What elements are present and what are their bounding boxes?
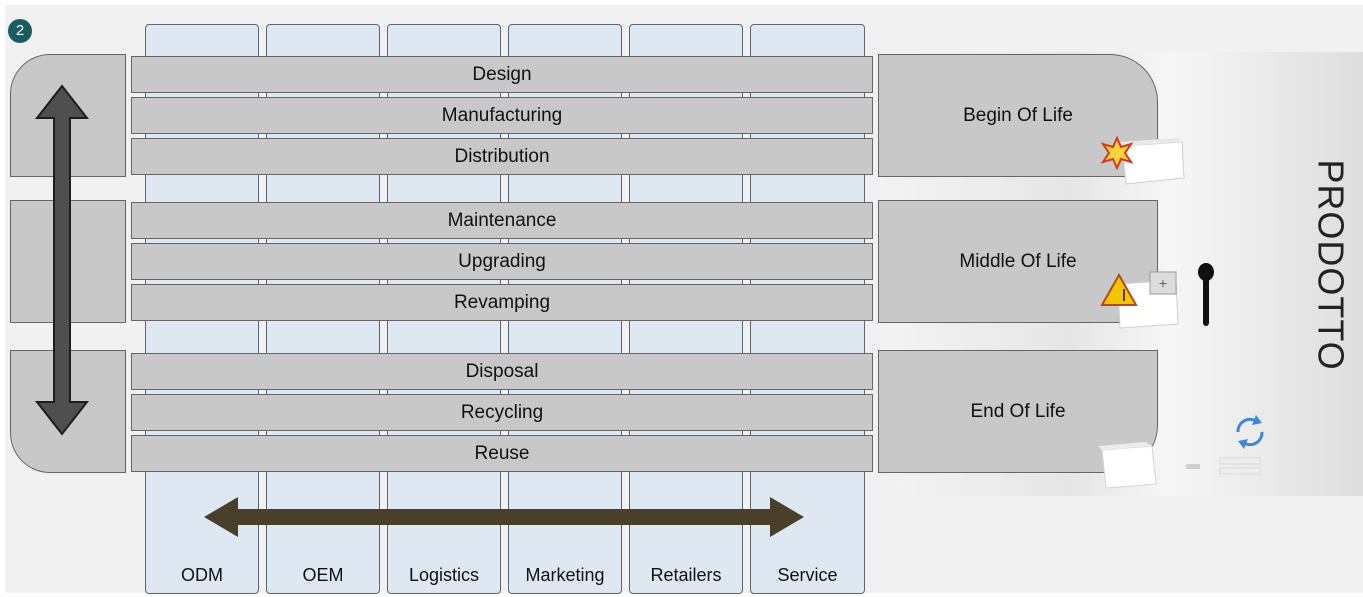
stage-label: End Of Life <box>970 400 1066 422</box>
phase-distribution: Distribution <box>131 138 873 175</box>
phase-recycling: Recycling <box>131 394 873 431</box>
stage-label: Begin Of Life <box>963 104 1073 126</box>
svg-text:+: + <box>1158 277 1167 290</box>
actors-double-arrow <box>204 497 804 537</box>
phase-maintenance: Maintenance <box>131 202 873 239</box>
product-label: PRODOTTO <box>1298 135 1363 395</box>
actor-label-marketing: Marketing <box>525 565 605 585</box>
product-box-icon-middle: + <box>1117 271 1179 329</box>
product-box-icon <box>1120 138 1185 185</box>
phase-design: Design <box>131 56 873 93</box>
starburst-icon <box>1100 136 1134 170</box>
wrench-icon <box>1198 263 1214 326</box>
actor-label-oem: OEM <box>302 565 344 585</box>
phase-disposal: Disposal <box>131 353 873 390</box>
product-recycled-pieces-icon <box>1098 442 1261 489</box>
phase-manufacturing: Manufacturing <box>131 97 873 134</box>
phase-upgrading: Upgrading <box>131 243 873 280</box>
actor-label-logistics: Logistics <box>408 565 480 585</box>
lifecycle-double-arrow <box>34 84 90 436</box>
phase-revamping: Revamping <box>131 284 873 321</box>
actor-label-retailers: Retailers <box>650 565 722 585</box>
phase-reuse: Reuse <box>131 435 873 472</box>
stage-label: Middle Of Life <box>959 250 1077 272</box>
step-badge: 2 <box>8 19 32 43</box>
product-label-text: PRODOTTO <box>1311 159 1352 371</box>
actor-label-service: Service <box>777 565 838 585</box>
warning-icon <box>1100 273 1138 306</box>
actor-label-odm: ODM <box>181 565 223 585</box>
recycle-icon <box>1236 415 1264 449</box>
